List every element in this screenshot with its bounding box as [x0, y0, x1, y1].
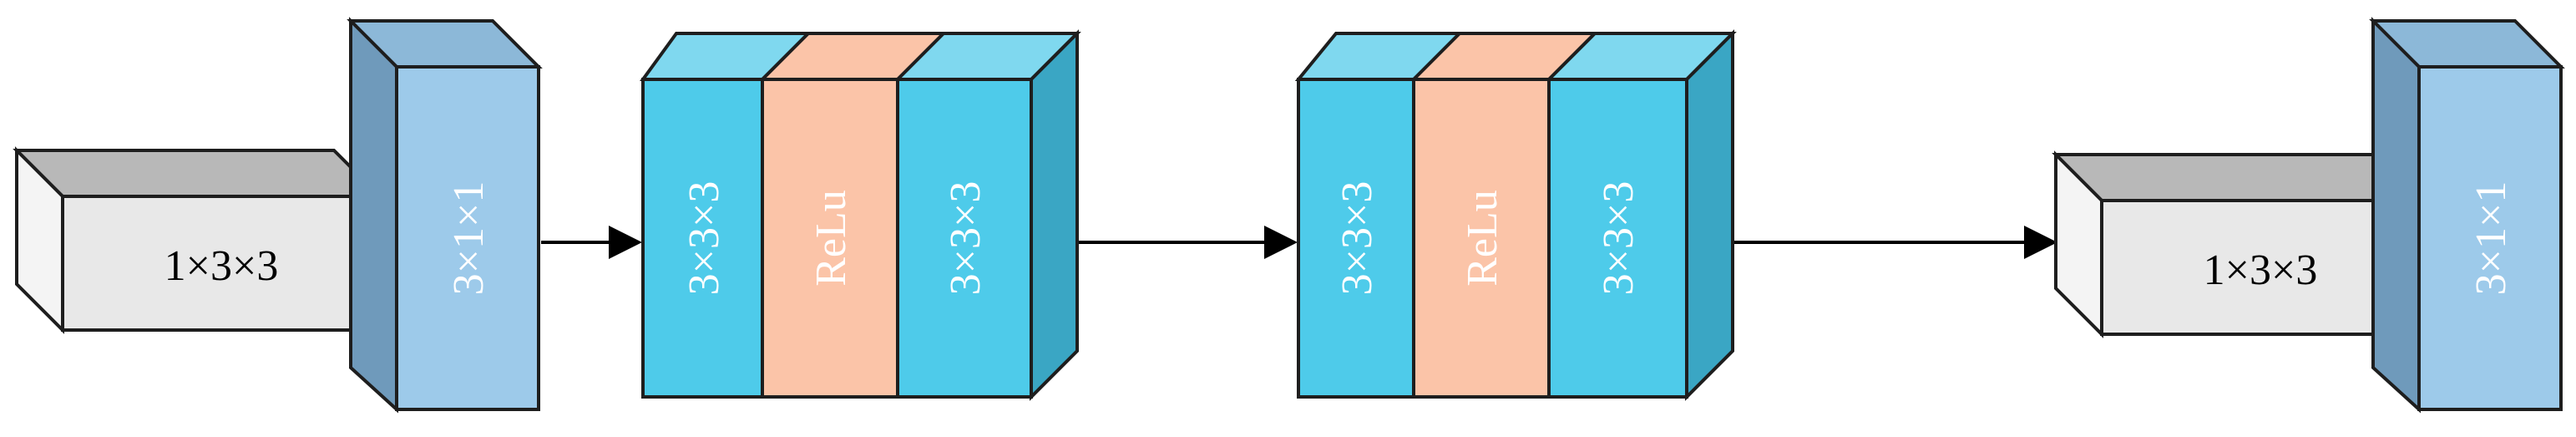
res-block-2-relu [1412, 78, 1551, 399]
res-block-1-side [1030, 29, 1079, 401]
res-block-2: 3×3×3 ReLu 3×3×3 [1294, 29, 1737, 401]
res-block-1-conv-a-label: 3×3×3 [681, 181, 728, 296]
left-slab-front [395, 65, 540, 411]
right-gray-box-label: 1×3×3 [2204, 246, 2318, 294]
left-slab-side [349, 17, 398, 414]
right-slab-label: 3×1×1 [2467, 181, 2515, 296]
res-block-2-side [1685, 29, 1734, 401]
left-slab: 3×1×1 [347, 17, 543, 414]
res-block-2-conv-a [1297, 78, 1415, 399]
right-pair-group: 1×3×3 3×1×1 [2052, 17, 2565, 414]
left-slab-label: 3×1×1 [445, 181, 493, 296]
right-slab: 3×1×1 [2369, 17, 2565, 414]
right-slab-side [2371, 17, 2421, 414]
left-pair-group: 1×3×3 3×1×1 [13, 17, 543, 414]
res-block-1-relu-label: ReLu [807, 190, 855, 287]
right-gray-box-top [2052, 153, 2423, 202]
res-block-2-conv-b [1547, 78, 1688, 399]
res-block-1-conv-b-label: 3×3×3 [942, 181, 989, 296]
right-gray-box: 1×3×3 [2052, 150, 2423, 338]
left-gray-box-top [13, 149, 384, 198]
left-gray-box-front [61, 195, 382, 332]
res-block-1-conv-b [896, 78, 1033, 399]
right-gray-box-front [2100, 199, 2421, 336]
res-block-1: 3×3×3 ReLu 3×3×3 [640, 29, 1081, 401]
left-gray-box-label: 1×3×3 [164, 242, 279, 290]
right-slab-front [2417, 65, 2563, 411]
res-block-1-relu [761, 78, 899, 399]
left-gray-box: 1×3×3 [13, 146, 384, 334]
res-block-1-conv-a [641, 78, 764, 399]
res-block-2-conv-a-label: 3×3×3 [1334, 181, 1381, 296]
res-block-2-conv-b-label: 3×3×3 [1595, 181, 1642, 296]
res-block-2-relu-label: ReLu [1459, 190, 1506, 287]
